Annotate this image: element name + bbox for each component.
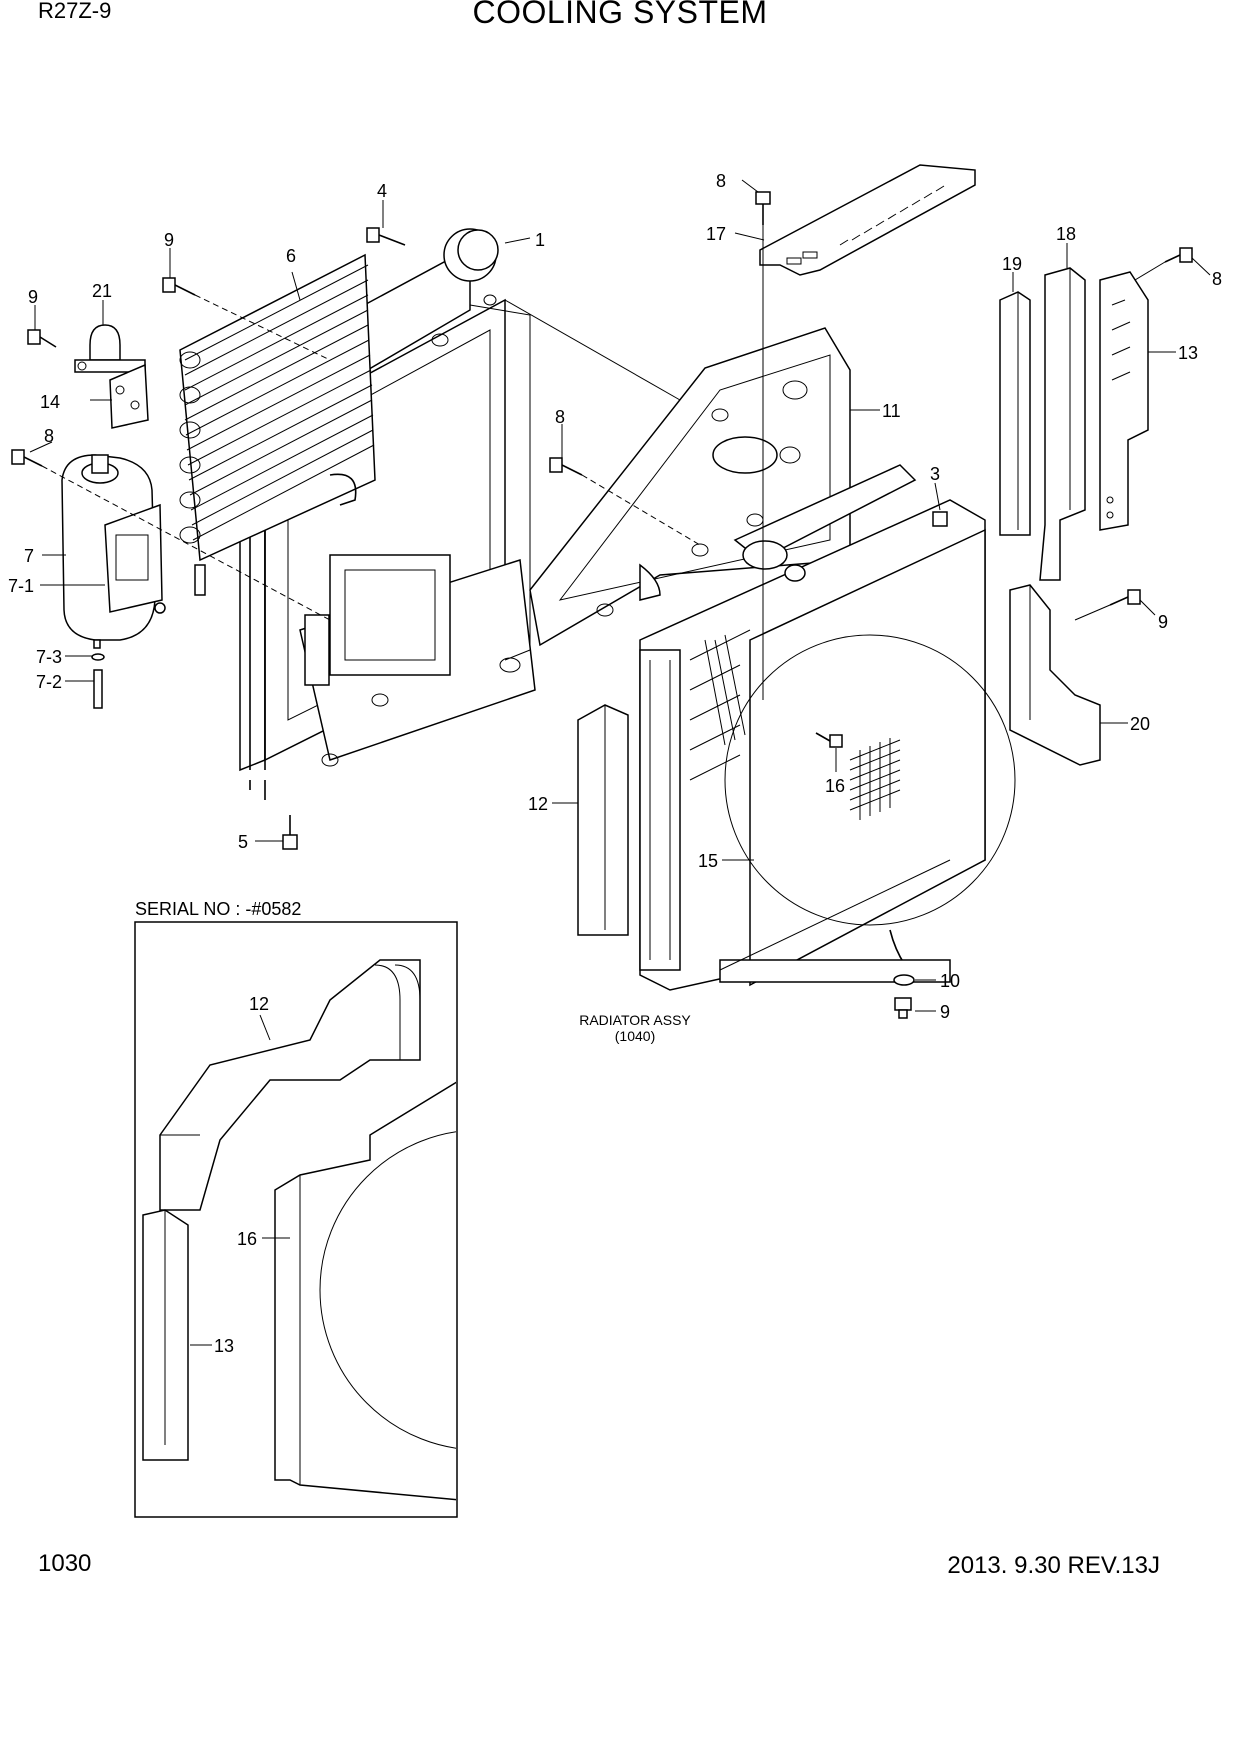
leader-lines <box>41 225 1166 700</box>
callout-14: 13 <box>1178 343 1198 363</box>
bolt-9-a <box>162 277 196 296</box>
clamp-bracket <box>74 324 149 429</box>
reservoir-tank <box>61 454 166 709</box>
callout-17: 16 <box>825 776 845 796</box>
callout-8-d: 8 <box>1212 269 1222 289</box>
callout-6: 6 <box>286 246 296 266</box>
callout-7-3: 7-3 <box>36 647 62 667</box>
bolt-9-b <box>27 329 57 348</box>
oil-cooler <box>179 253 376 596</box>
callout-3: 3 <box>930 464 940 484</box>
page-title: COOLING SYSTEM <box>472 0 768 30</box>
callout-1: 1 <box>535 230 545 250</box>
bolt-8-a <box>11 449 43 467</box>
bolt-17 <box>815 732 843 748</box>
callouts: 1 3 4 5 6 7 7-1 7-2 7-3 8 8 8 8 9 9 9 9 … <box>8 171 1222 1022</box>
callout-7: 7 <box>24 546 34 566</box>
bolts <box>11 191 1193 1019</box>
clamp-11 <box>893 974 915 986</box>
foam-block-13 <box>577 704 629 936</box>
callout-8-a: 8 <box>44 426 54 446</box>
page-number: 1030 <box>38 1550 92 1577</box>
revision-date: 2013. 9.30 REV.13J <box>947 1552 1160 1579</box>
callout-13: 12 <box>528 794 548 814</box>
plate-14 <box>1099 271 1149 531</box>
callout-9-c: 9 <box>1158 612 1168 632</box>
bolt-8-c <box>755 191 771 225</box>
callout-7-1: 7-1 <box>8 576 34 596</box>
callout-19: 18 <box>1056 224 1076 244</box>
seal-21 <box>1009 584 1101 766</box>
serial-inset: SERIAL NO : -#0582 12 16 13 <box>134 899 458 1518</box>
model-code: R27Z-9 <box>38 0 112 23</box>
callout-5: 5 <box>238 832 248 852</box>
plug-10 <box>894 997 912 1019</box>
callout-11: 10 <box>940 971 960 991</box>
callout-18: 17 <box>706 224 726 244</box>
callout-21: 20 <box>1130 714 1150 734</box>
callout-16: 15 <box>698 851 718 871</box>
nut-3 <box>932 511 948 527</box>
callout-4: 4 <box>377 181 387 201</box>
inset-callout-13: 13 <box>214 1336 234 1356</box>
seal-19 <box>1039 267 1086 581</box>
inset-callout-16: 16 <box>237 1229 257 1249</box>
callout-7-2: 7-2 <box>36 672 62 692</box>
bolt-8-d <box>1164 247 1193 263</box>
radiator-assembly <box>639 464 1016 991</box>
callout-15: 14 <box>40 392 60 412</box>
radiator-assy-ref: (1040) <box>615 1028 655 1044</box>
callout-9-b: 9 <box>28 287 38 307</box>
callout-8-c: 8 <box>716 171 726 191</box>
seal-20 <box>999 291 1031 536</box>
bolt-4 <box>366 227 406 246</box>
inset-callout-12: 12 <box>249 994 269 1014</box>
callout-12: 11 <box>882 401 901 421</box>
callout-10: 9 <box>940 1002 950 1022</box>
bolt-9-c <box>1109 589 1141 606</box>
serial-note: SERIAL NO : -#0582 <box>135 899 301 919</box>
callout-20: 19 <box>1002 254 1022 274</box>
callout-22: 21 <box>92 281 112 301</box>
radiator-assy-label: RADIATOR ASSY <box>579 1012 691 1028</box>
bolt-5 <box>282 815 298 850</box>
callout-8-b: 8 <box>555 407 565 427</box>
top-bar <box>759 164 976 276</box>
callout-9-a: 9 <box>164 230 174 250</box>
bolt-8-b <box>549 457 583 476</box>
